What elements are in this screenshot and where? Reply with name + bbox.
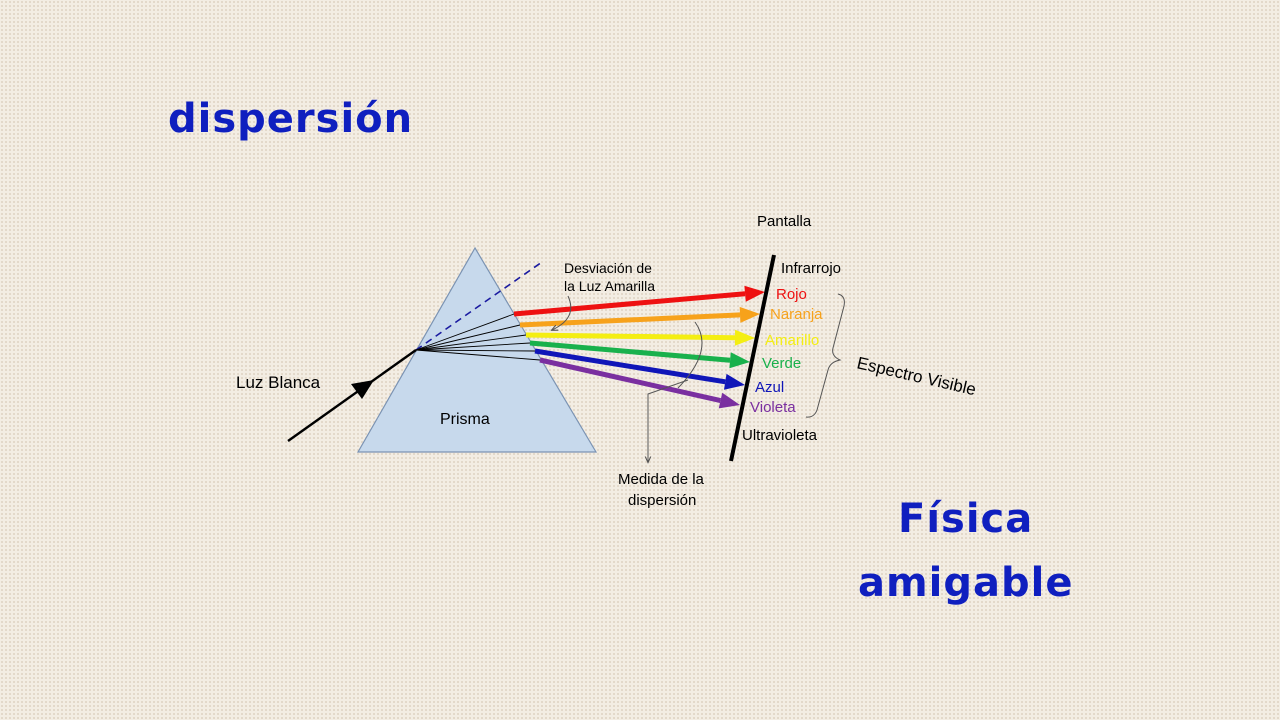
spectrum-rays bbox=[513, 285, 765, 409]
dispersion-arc bbox=[677, 321, 703, 389]
internal-rays bbox=[415, 313, 541, 361]
ray-amarillo bbox=[525, 332, 736, 341]
brand-amigable: amigable bbox=[858, 560, 1074, 606]
ray-arrowhead-naranja bbox=[739, 306, 760, 323]
visible-spectrum-brace bbox=[805, 293, 845, 418]
deviation-label-line2: la Luz Amarilla bbox=[564, 278, 655, 294]
prism-label: Prisma bbox=[440, 411, 490, 428]
ray-arrowhead-verde bbox=[729, 352, 750, 369]
screen-label: Pantalla bbox=[757, 213, 812, 230]
ray-arrowhead-amarillo bbox=[734, 329, 755, 346]
label-rojo: Rojo bbox=[776, 286, 807, 303]
ray-arrowhead-azul bbox=[723, 373, 745, 390]
measure-label-line2: dispersión bbox=[628, 492, 696, 509]
title-dispersion: dispersión bbox=[168, 96, 414, 142]
ray-verde bbox=[529, 340, 731, 363]
ray-arrowhead-rojo bbox=[744, 285, 765, 302]
brand-fisica: Física bbox=[898, 496, 1034, 542]
deviation-arc bbox=[552, 295, 572, 330]
label-verde: Verde bbox=[762, 355, 801, 372]
label-azul: Azul bbox=[755, 379, 784, 396]
white-light-label: Luz Blanca bbox=[236, 373, 321, 392]
ray-naranja bbox=[519, 312, 741, 328]
white-light-arrowhead bbox=[351, 380, 374, 399]
label-violeta: Violeta bbox=[750, 399, 796, 416]
label-naranja: Naranja bbox=[770, 306, 823, 323]
label-amarillo: Amarillo bbox=[765, 332, 819, 349]
normal-line bbox=[415, 261, 543, 351]
ray-violeta bbox=[539, 357, 722, 404]
measure-label-line1: Medida de la bbox=[618, 471, 705, 488]
screen bbox=[729, 254, 776, 462]
ray-arrowhead-violeta bbox=[718, 392, 740, 409]
dispersion-pointer bbox=[648, 379, 689, 462]
white-light-ray bbox=[287, 349, 417, 442]
visible-spectrum-label: Espectro Visible bbox=[855, 353, 978, 399]
infrared-label: Infrarrojo bbox=[781, 260, 841, 277]
ray-rojo bbox=[513, 291, 746, 317]
ultraviolet-label: Ultravioleta bbox=[742, 427, 818, 444]
ray-azul bbox=[534, 348, 726, 385]
deviation-label-line1: Desviación de bbox=[564, 260, 652, 276]
